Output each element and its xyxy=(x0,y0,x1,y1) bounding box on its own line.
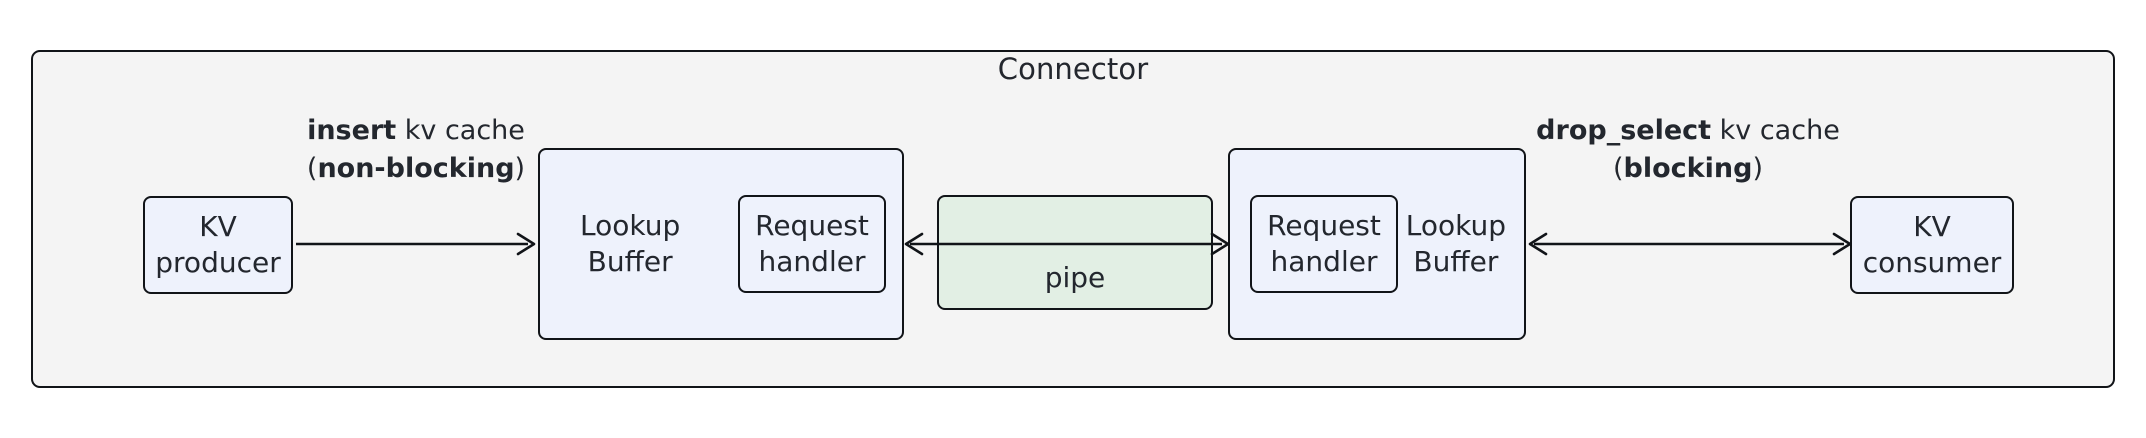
connector-title: Connector xyxy=(997,52,1149,86)
request-handler-left-node: Request handler xyxy=(738,195,886,293)
pipe-node: pipe xyxy=(937,195,1213,310)
insert-paren-close: ) xyxy=(514,153,526,185)
drop-select-paren-close: ) xyxy=(1752,153,1763,185)
kv-producer-node: KV producer xyxy=(143,196,293,294)
kv-consumer-node: KV consumer xyxy=(1850,196,2014,294)
insert-edge-label: insert kv cache (non-blocking) xyxy=(296,112,536,189)
drop-select-edge-label-line2: (blocking) xyxy=(1528,150,1848,188)
insert-suffix: kv cache xyxy=(396,115,525,146)
drop-select-mode: blocking xyxy=(1623,153,1753,185)
pipe-label: pipe xyxy=(1044,261,1106,295)
request-handler-right-node: Request handler xyxy=(1250,195,1398,293)
insert-edge-label-line1: insert kv cache xyxy=(296,112,536,150)
insert-mode: non-blocking xyxy=(317,153,515,185)
lookup-buffer-right-label: Lookup Buffer xyxy=(1405,209,1506,278)
drop-select-edge-label: drop_select kv cache (blocking) xyxy=(1528,112,1848,189)
insert-edge-label-line2: (non-blocking) xyxy=(296,150,536,188)
drop-select-edge-label-line1: drop_select kv cache xyxy=(1528,112,1848,150)
kv-producer-label: KV producer xyxy=(155,210,281,279)
insert-keyword: insert xyxy=(307,115,397,146)
lookup-buffer-left-node: Lookup Buffer xyxy=(538,148,904,340)
insert-paren-open: ( xyxy=(306,153,318,185)
drop-select-paren-open: ( xyxy=(1613,153,1624,185)
lookup-buffer-left-label: Lookup Buffer xyxy=(580,209,681,278)
drop-select-keyword: drop_select xyxy=(1536,115,1712,146)
kv-consumer-label: KV consumer xyxy=(1862,210,2002,279)
drop-select-suffix: kv cache xyxy=(1711,115,1840,146)
